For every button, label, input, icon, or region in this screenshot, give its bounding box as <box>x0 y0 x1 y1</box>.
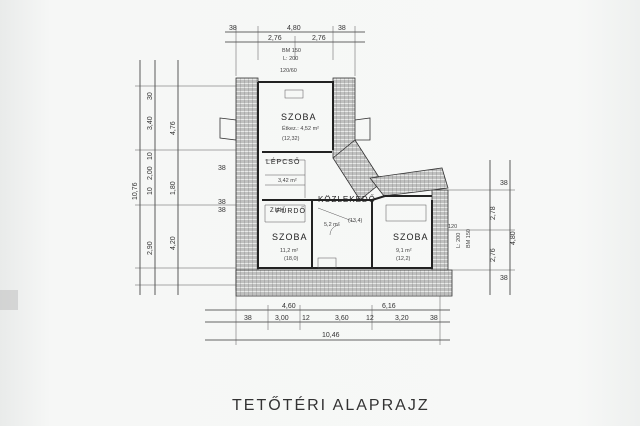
paper-smudge <box>0 290 18 310</box>
svg-text:2,78: 2,78 <box>490 206 497 220</box>
svg-text:2,76: 2,76 <box>312 35 326 42</box>
svg-text:(13,4): (13,4) <box>348 218 363 224</box>
svg-text:12: 12 <box>366 315 374 322</box>
svg-text:10: 10 <box>147 187 154 195</box>
room-labels: SZOBA Étkez.: 4,52 m² (12,32) LÉPCSŐ 3,4… <box>266 112 429 262</box>
drawing-title: TETŐTÉRI ALAPRAJZ <box>232 395 430 414</box>
svg-text:L: 200: L: 200 <box>283 56 298 62</box>
room-szoba-right: SZOBA <box>393 232 429 242</box>
svg-text:(12,32): (12,32) <box>282 136 300 142</box>
svg-text:11,2 m²: 11,2 m² <box>280 248 298 254</box>
svg-text:38: 38 <box>244 315 252 322</box>
svg-text:10: 10 <box>147 152 154 160</box>
svg-text:38: 38 <box>430 315 438 322</box>
svg-text:4,76: 4,76 <box>170 121 177 135</box>
svg-text:2,90: 2,90 <box>147 241 154 255</box>
svg-text:38: 38 <box>500 180 508 187</box>
top-dimension-chain: 38 4,80 38 2,76 2,76 BM 150 L: 200 120/6… <box>225 25 365 76</box>
svg-text:38: 38 <box>218 207 226 214</box>
svg-text:10,76: 10,76 <box>132 182 139 200</box>
svg-text:38: 38 <box>229 25 237 32</box>
svg-text:2,76: 2,76 <box>268 35 282 42</box>
svg-text:12: 12 <box>302 315 310 322</box>
svg-text:4,80: 4,80 <box>287 25 301 32</box>
svg-text:(12,2): (12,2) <box>396 256 411 262</box>
dormers <box>219 117 371 141</box>
svg-text:4,60: 4,60 <box>282 303 296 310</box>
svg-text:2,76: 2,76 <box>490 248 497 262</box>
svg-text:BM 150: BM 150 <box>282 48 301 54</box>
svg-text:3,60: 3,60 <box>335 315 349 322</box>
svg-text:10,46: 10,46 <box>322 332 340 339</box>
svg-text:L: 200: L: 200 <box>456 233 462 248</box>
svg-text:9,1 m²: 9,1 m² <box>396 248 412 254</box>
room-zuh: ZUH <box>270 208 285 214</box>
svg-text:38: 38 <box>500 275 508 282</box>
svg-text:2,00: 2,00 <box>147 166 154 180</box>
roof-hatching <box>235 77 453 297</box>
walls <box>257 81 433 269</box>
room-kozlekedo: KÖZLEKEDŐ <box>318 195 376 204</box>
svg-text:5,2 m²: 5,2 m² <box>324 222 340 228</box>
svg-text:3,42 m²: 3,42 m² <box>278 178 297 184</box>
svg-text:4,80: 4,80 <box>510 231 517 245</box>
svg-text:BM 150: BM 150 <box>466 229 472 248</box>
svg-text:3,20: 3,20 <box>395 315 409 322</box>
bottom-dimension-chain: 4,60 6,16 38 3,00 12 3,60 12 3,20 38 10,… <box>205 296 450 345</box>
svg-text:4,20: 4,20 <box>170 236 177 250</box>
svg-text:6,16: 6,16 <box>382 303 396 310</box>
svg-text:3,40: 3,40 <box>147 116 154 130</box>
left-dimension-chain: 30 3,40 4,76 10,76 10 2,00 10 1,80 4,20 … <box>132 60 236 295</box>
room-lepcso: LÉPCSŐ <box>266 157 300 166</box>
room-szoba-left: SZOBA <box>272 232 308 242</box>
svg-text:38: 38 <box>218 165 226 172</box>
svg-text:38: 38 <box>338 25 346 32</box>
svg-text:Étkez.: 4,52 m²: Étkez.: 4,52 m² <box>282 125 319 132</box>
svg-text:38: 38 <box>218 199 226 206</box>
right-dimension-chain: 38 2,78 4,80 2,76 38 120 L: 200 BM 150 <box>448 160 517 295</box>
svg-text:30: 30 <box>147 92 154 100</box>
svg-text:(18,0): (18,0) <box>284 256 299 262</box>
svg-text:120/60: 120/60 <box>280 68 297 74</box>
room-furdo: FÜRDŐ <box>276 206 306 215</box>
svg-text:3,00: 3,00 <box>275 315 289 322</box>
room-szoba-top: SZOBA <box>281 112 317 122</box>
svg-text:120: 120 <box>448 224 457 230</box>
svg-text:1,80: 1,80 <box>170 181 177 195</box>
